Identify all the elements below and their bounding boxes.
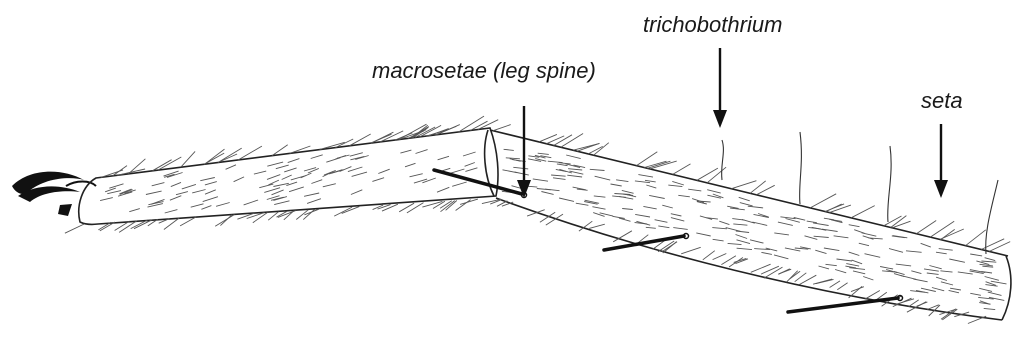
- seta-label: seta: [921, 88, 963, 114]
- trichobothrium-label: trichobothrium: [643, 12, 782, 38]
- trichobothria-hairs: [722, 132, 998, 254]
- leg-hairs: [65, 116, 1010, 323]
- tarsal-claw-icon: [12, 172, 96, 216]
- macrosetae-label: macrosetae (leg spine): [372, 58, 596, 84]
